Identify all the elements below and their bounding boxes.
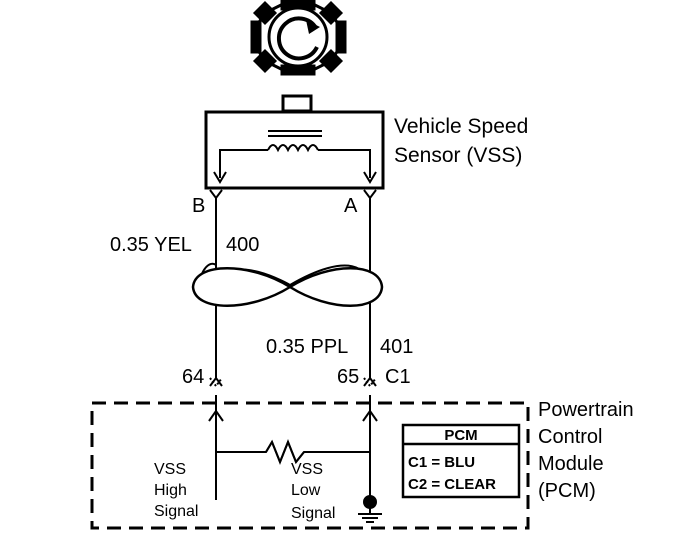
pcm-connector-legend [401,423,521,499]
vss-title-line2: Sensor (VSS) [394,144,522,167]
resistor-icon [265,439,305,465]
vss-low-signal-line2: Low [291,482,321,499]
pcm-title-line1: Powertrain [538,399,634,421]
vss-title-line1: Vehicle Speed [394,115,528,138]
wire1-gauge-color: 0.35 YEL [110,234,192,256]
connector-pin-65: 65 [337,366,359,388]
legend-title: PCM [444,427,477,444]
reluctor-wheel-icon [250,0,347,76]
ground-icon [358,495,382,523]
twisted-pair-icon [191,267,384,307]
wire2-gauge-color: 0.35 PPL [266,336,348,358]
terminal-b-label: B [192,195,205,217]
terminal-a-label: A [344,195,358,217]
vss-high-signal-line1: VSS [154,461,186,478]
vss-high-signal-line2: High [154,482,187,499]
vss-low-signal-line1: VSS [291,461,323,478]
legend-c1: C1 = BLU [408,454,475,471]
vss-high-signal-line3: Signal [154,503,198,520]
connector-c1-label: C1 [385,366,411,388]
wire1-circuit-number: 400 [226,234,259,256]
pcm-title-line2: Control [538,426,602,448]
pcm-title-line3: Module [538,453,604,475]
vss-low-signal-line3: Signal [291,505,335,522]
vss-sensor-body [204,94,385,190]
c1-connector-symbol [209,376,377,388]
pcm-title-line4: (PCM) [538,480,596,502]
pcm-module-box [90,401,530,530]
connector-pin-64: 64 [182,366,204,388]
wire-restore [215,198,371,378]
wire2-circuit-number: 401 [380,336,413,358]
legend-c2: C2 = CLEAR [408,476,496,493]
